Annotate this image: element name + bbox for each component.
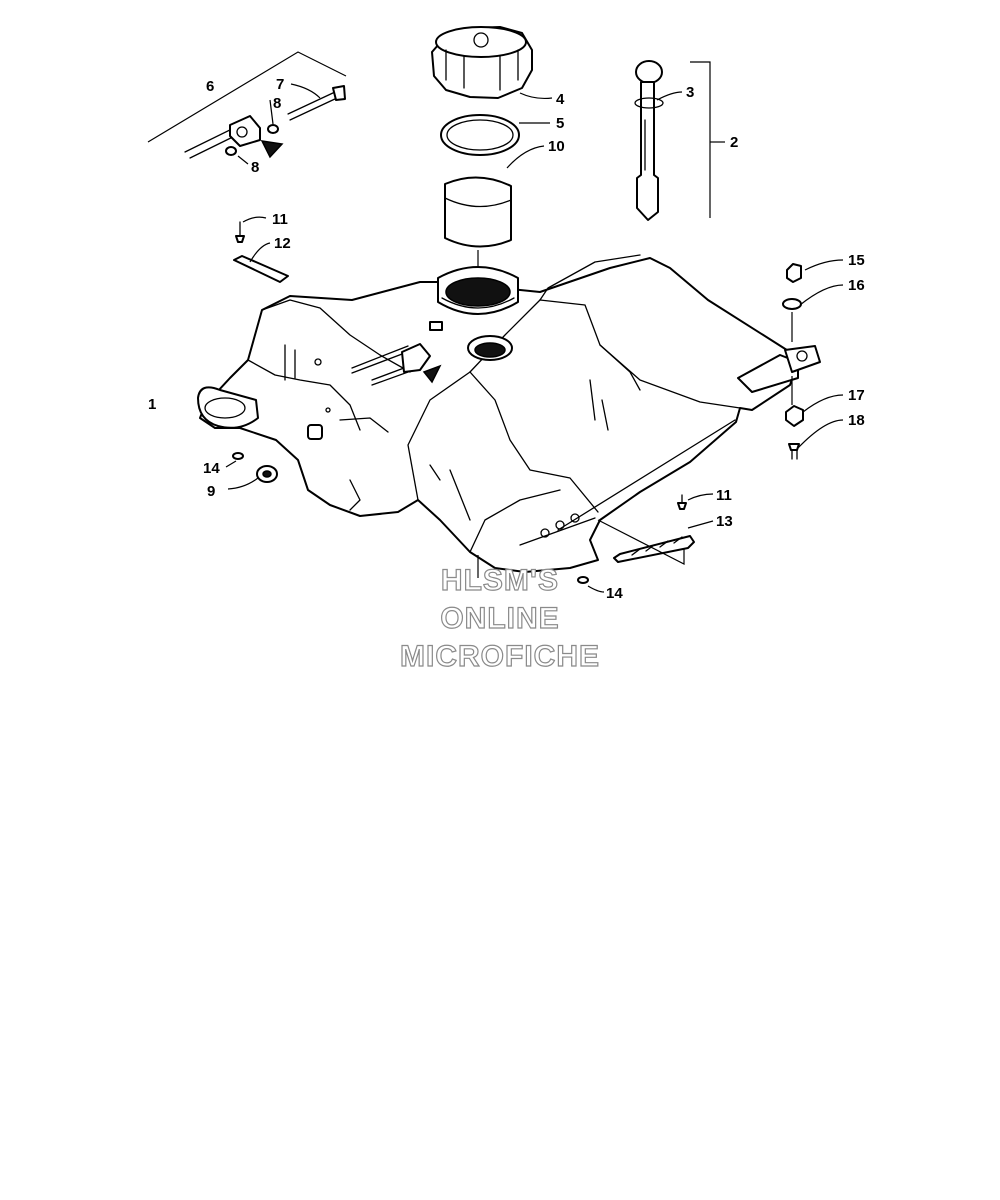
callout-8-lower: 8 bbox=[251, 159, 259, 176]
callout-10: 10 bbox=[548, 138, 565, 155]
watermark-line-1: HLSM'S bbox=[441, 564, 559, 597]
left-small-hardware bbox=[232, 452, 278, 483]
callout-11-lower: 11 bbox=[716, 487, 732, 504]
fuel-tank bbox=[197, 254, 821, 573]
callout-12: 12 bbox=[274, 235, 291, 252]
watermark-line-3: MICROFICHE bbox=[400, 640, 600, 673]
callout-1: 1 bbox=[148, 396, 156, 413]
callout-labels: 1 2 3 4 5 6 7 8 8 9 10 11 11 12 13 14 14… bbox=[148, 76, 865, 602]
callout-18: 18 bbox=[848, 412, 865, 429]
callout-13: 13 bbox=[716, 513, 733, 530]
fuel-gauge-assembly bbox=[634, 60, 664, 221]
watermark-line-2: ONLINE bbox=[440, 602, 559, 635]
callout-16: 16 bbox=[848, 277, 865, 294]
callout-7: 7 bbox=[276, 76, 284, 93]
callout-15: 15 bbox=[848, 252, 865, 269]
callout-8-upper: 8 bbox=[273, 95, 281, 112]
fuel-cap bbox=[431, 26, 533, 99]
bracket-bolt-set bbox=[147, 51, 347, 159]
callout-11-upper: 11 bbox=[272, 211, 288, 228]
right-hardware bbox=[782, 263, 804, 460]
callout-4: 4 bbox=[556, 91, 565, 108]
callout-3: 3 bbox=[686, 84, 694, 101]
filler-sleeve bbox=[444, 176, 512, 248]
callout-9: 9 bbox=[207, 483, 215, 500]
callout-17: 17 bbox=[848, 387, 865, 404]
callout-6: 6 bbox=[206, 78, 214, 95]
lower-right-hardware bbox=[477, 494, 695, 584]
watermark: HLSM'S ONLINE MICROFICHE bbox=[399, 563, 600, 673]
callout-14-left: 14 bbox=[203, 460, 220, 477]
callout-14-bottom: 14 bbox=[606, 585, 623, 602]
leader-lines bbox=[225, 83, 844, 593]
cap-gasket bbox=[440, 114, 520, 156]
callout-5: 5 bbox=[556, 115, 564, 132]
callout-2: 2 bbox=[730, 134, 738, 151]
pin-and-strip-left bbox=[233, 221, 289, 283]
